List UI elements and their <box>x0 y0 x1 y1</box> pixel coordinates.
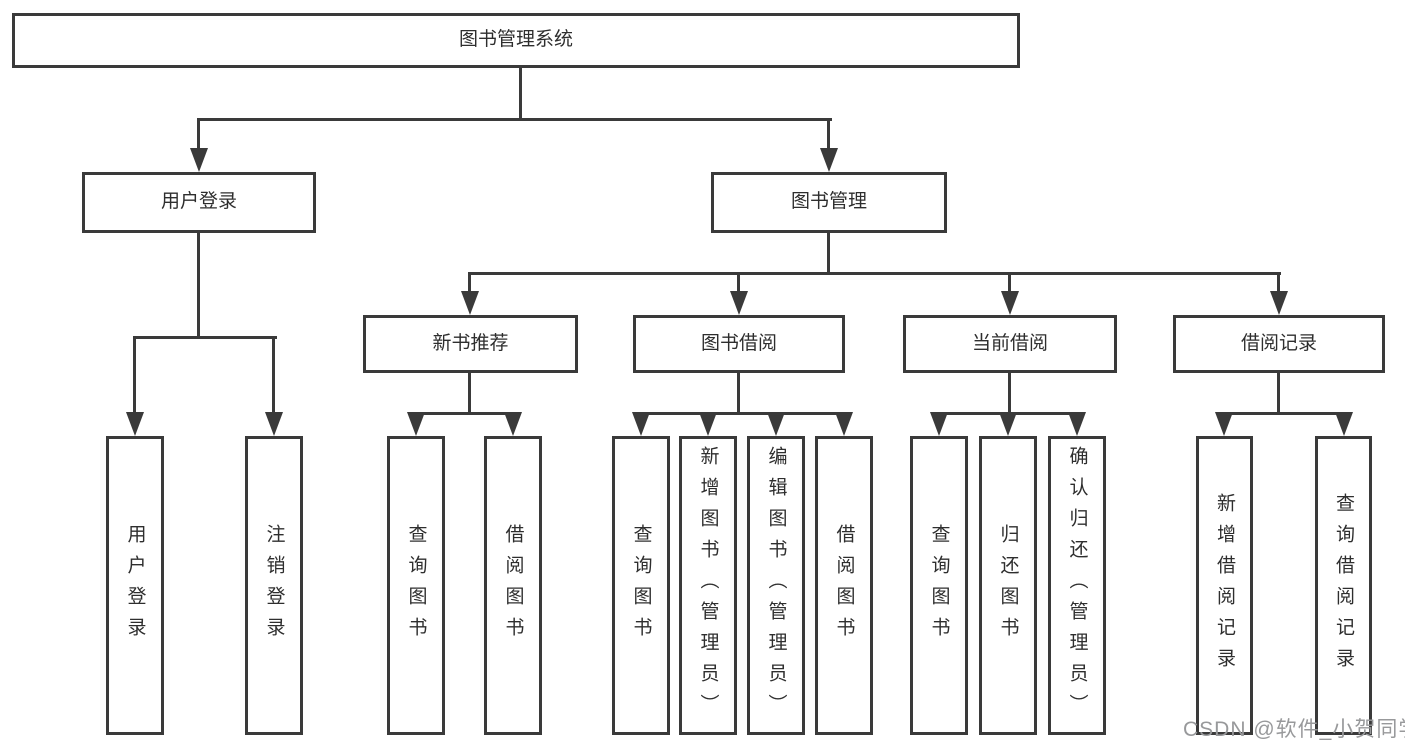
connector-line <box>468 272 471 293</box>
connector-line <box>639 412 847 415</box>
arrowhead-icon <box>632 412 650 436</box>
arrowhead-icon <box>1001 291 1019 315</box>
connector-line <box>737 373 740 414</box>
node-add-books-admin: 新增图书（管理员） <box>679 436 737 735</box>
node-root: 图书管理系统 <box>12 13 1020 68</box>
arrowhead-icon <box>461 291 479 315</box>
node-logout: 注销登录 <box>245 436 303 735</box>
arrowhead-icon <box>930 412 948 436</box>
arrowhead-icon <box>504 412 522 436</box>
node-borrow-books-1: 借阅图书 <box>484 436 542 735</box>
arrowhead-icon <box>265 412 283 436</box>
connector-line <box>737 272 740 293</box>
node-query-books-2: 查询图书 <box>612 436 670 735</box>
node-query-books-1: 查询图书 <box>387 436 445 735</box>
node-user-login: 用户登录 <box>82 172 316 233</box>
connector-line <box>133 336 136 414</box>
arrowhead-icon <box>730 291 748 315</box>
connector-line <box>468 272 1281 275</box>
connector-line <box>1223 412 1347 415</box>
arrowhead-icon <box>1335 412 1353 436</box>
connector-line <box>197 233 200 339</box>
csdn-watermark: CSDN @软件_小贺同学 <box>1183 718 1405 741</box>
node-query-borrow-record: 查询借阅记录 <box>1315 436 1372 735</box>
connector-line <box>827 233 830 275</box>
arrowhead-icon <box>190 148 208 172</box>
node-borrowing-records: 借阅记录 <box>1173 315 1385 373</box>
node-book-borrowing: 图书借阅 <box>633 315 845 373</box>
connector-line <box>272 336 275 414</box>
connector-line <box>519 68 522 121</box>
connector-line <box>414 412 516 415</box>
connector-line <box>133 336 277 339</box>
arrowhead-icon <box>835 412 853 436</box>
arrowhead-icon <box>1068 412 1086 436</box>
arrowhead-icon <box>1215 412 1233 436</box>
node-new-book-recommendation: 新书推荐 <box>363 315 578 373</box>
node-current-borrowing: 当前借阅 <box>903 315 1117 373</box>
node-edit-books-admin: 编辑图书（管理员） <box>747 436 805 735</box>
node-user-login-leaf: 用户登录 <box>106 436 164 735</box>
arrowhead-icon <box>699 412 717 436</box>
arrowhead-icon <box>407 412 425 436</box>
arrowhead-icon <box>767 412 785 436</box>
node-confirm-return-admin: 确认归还（管理员） <box>1048 436 1106 735</box>
connector-line <box>1008 272 1011 293</box>
node-return-books: 归还图书 <box>979 436 1037 735</box>
node-borrow-books-2: 借阅图书 <box>815 436 873 735</box>
arrowhead-icon <box>820 148 838 172</box>
node-query-books-3: 查询图书 <box>910 436 968 735</box>
connector-line <box>1277 373 1280 414</box>
connector-line <box>197 118 200 151</box>
arrowhead-icon <box>999 412 1017 436</box>
arrowhead-icon <box>126 412 144 436</box>
connector-line <box>827 118 830 151</box>
connector-line <box>468 373 471 414</box>
connector-line <box>197 118 832 121</box>
connector-line <box>1277 272 1280 293</box>
arrowhead-icon <box>1270 291 1288 315</box>
node-book-management: 图书管理 <box>711 172 947 233</box>
node-add-borrow-record: 新增借阅记录 <box>1196 436 1253 735</box>
connector-line <box>1008 373 1011 414</box>
